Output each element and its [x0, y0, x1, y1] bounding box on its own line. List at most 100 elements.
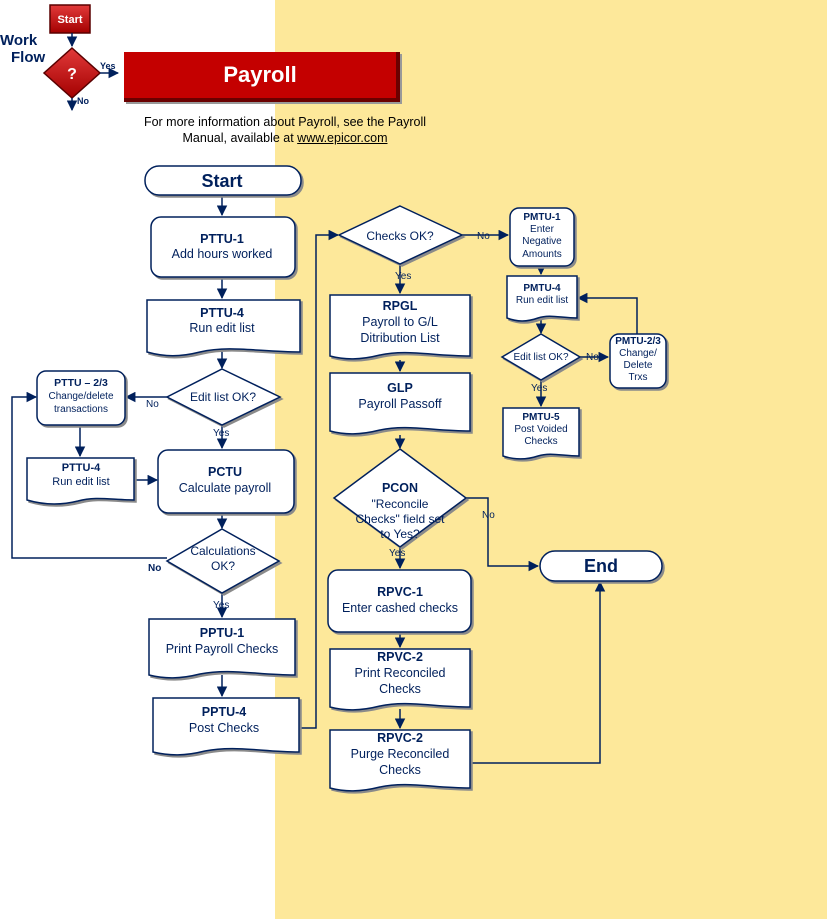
- editlist-no-label: No: [146, 399, 159, 410]
- pm-editlist-no-label: No: [586, 352, 599, 363]
- rpgl-doc: [329, 294, 471, 360]
- glp-text: Payroll Passoff: [358, 397, 442, 411]
- editlist-label: Edit list OK?: [190, 390, 256, 404]
- pmtu4-code: PMTU-4: [523, 283, 561, 294]
- checks-diamond: [337, 205, 464, 265]
- connectors: [11, 195, 638, 764]
- rpvc2a-line2: Checks: [379, 682, 421, 696]
- calc-no-label: No: [148, 563, 161, 574]
- info-line1: For more information about Payroll, see …: [143, 115, 427, 129]
- pcon-code: PCON: [382, 481, 418, 495]
- end-label: End: [584, 556, 618, 576]
- rpvc1-box: [327, 569, 472, 633]
- pcon-yes-label: Yes: [389, 548, 405, 559]
- end-terminal: [539, 550, 663, 582]
- rpvc2a-doc: [329, 648, 471, 711]
- pmtu1-line2: Negative: [522, 236, 562, 247]
- rpvc1-text: Enter cashed checks: [342, 601, 458, 615]
- pmtu1-line3: Amounts: [522, 249, 561, 260]
- pttu1-code: PTTU-1: [200, 232, 244, 246]
- logo-yes: Yes: [100, 61, 116, 71]
- rpvc2a-code: RPVC-2: [377, 650, 423, 664]
- pmtu4-doc: [506, 275, 578, 322]
- pm-editlist-yes-label: Yes: [531, 383, 547, 394]
- arrow-pptu4-checks: [300, 229, 340, 729]
- arrow-calc-no-loop: [11, 391, 167, 559]
- pcon-line2: Checks" field set: [356, 512, 446, 526]
- pttu4a-text: Run edit list: [189, 321, 255, 335]
- banner-title: Payroll: [223, 62, 297, 87]
- rpgl-line2: Ditribution List: [360, 331, 440, 345]
- start-terminal: [144, 165, 302, 196]
- logo-start-box: [49, 4, 91, 34]
- logo-no: No: [77, 96, 89, 106]
- logo-word-flow: Flow: [11, 49, 45, 66]
- pmtu1-code: PMTU-1: [523, 212, 561, 223]
- editlist-yes-label: Yes: [213, 428, 229, 439]
- workflow-logo: Start ? Work Flow Yes No: [0, 4, 120, 112]
- rpvc1-code: RPVC-1: [377, 585, 423, 599]
- pmtu1-line1: Enter: [530, 224, 555, 235]
- pttu1-box: [150, 216, 296, 278]
- pmtu23-box: [609, 333, 667, 389]
- rpvc2b-doc: [329, 729, 471, 792]
- pmtu23-line3: Trxs: [628, 372, 647, 383]
- pmtu1-box: [509, 207, 575, 267]
- calc-yes-label: Yes: [213, 600, 229, 611]
- pptu4-doc: [152, 697, 300, 756]
- start-label: Start: [201, 171, 242, 191]
- pmtu5-code: PMTU-5: [522, 412, 560, 423]
- pttu4a-doc: [146, 299, 301, 357]
- pmtu5-line1: Post Voided: [514, 424, 567, 435]
- pm-editlist-label: Edit list OK?: [513, 352, 568, 363]
- arrow-pcon-no: [466, 497, 540, 572]
- pctu-text: Calculate payroll: [179, 481, 271, 495]
- pptu1-code: PPTU-1: [200, 626, 245, 640]
- arrow-rpvc2b-end: [470, 580, 606, 764]
- pptu1-doc: [148, 618, 296, 679]
- pttu4b-doc: [26, 457, 135, 505]
- pttu4b-text: Run edit list: [52, 476, 109, 488]
- pmtu5-doc: [502, 407, 580, 460]
- editlist-diamond: [165, 368, 282, 426]
- pptu4-text: Post Checks: [189, 721, 259, 735]
- rpvc2a-line1: Print Reconciled: [354, 666, 445, 680]
- pmtu23-line2: Delete: [624, 360, 653, 371]
- glp-doc: [329, 372, 471, 435]
- calc-line1: Calculations: [190, 544, 255, 558]
- calc-line2: OK?: [211, 559, 235, 573]
- branch-labels: No Yes No Yes No Yes No Yes No Yes: [146, 231, 599, 611]
- pctu-code: PCTU: [208, 465, 242, 479]
- info-line2: Manual, available at: [182, 131, 298, 145]
- rpvc2b-line1: Purge Reconciled: [351, 747, 450, 761]
- rpgl-code: RPGL: [383, 299, 418, 313]
- pttu23-box: [36, 370, 126, 426]
- info-text: For more information about Payroll, see …: [120, 114, 450, 146]
- pttu23-code: PTTU – 2/3: [54, 377, 108, 389]
- shapes: [26, 165, 667, 792]
- logo-word-work: Work: [0, 32, 38, 49]
- rpgl-line1: Payroll to G/L: [362, 315, 438, 329]
- pctu-box: [157, 449, 295, 514]
- pcon-line1: "Reconcile: [372, 497, 429, 511]
- epicor-link[interactable]: www.epicor.com: [297, 131, 388, 145]
- arrow-pmtu23-pmtu4: [576, 292, 638, 334]
- pcon-no-label: No: [482, 510, 495, 521]
- pttu4b-code: PTTU-4: [62, 462, 101, 474]
- rpvc2b-code: RPVC-2: [377, 731, 423, 745]
- glp-code: GLP: [387, 381, 413, 395]
- pmtu23-line1: Change/: [619, 348, 657, 359]
- pttu23-line2: transactions: [54, 404, 108, 415]
- pmtu23-code: PMTU-2/3: [615, 336, 661, 347]
- payroll-banner: Payroll: [124, 52, 400, 102]
- pptu4-code: PPTU-4: [202, 705, 247, 719]
- pttu1-text: Add hours worked: [172, 247, 273, 261]
- rpvc2b-line2: Checks: [379, 763, 421, 777]
- checks-label: Checks OK?: [366, 229, 434, 243]
- pmtu4-text: Run edit list: [516, 295, 568, 306]
- pttu4a-code: PTTU-4: [200, 306, 244, 320]
- logo-question: ?: [67, 66, 77, 83]
- checks-yes-label: Yes: [395, 271, 411, 282]
- calc-diamond: [165, 528, 281, 594]
